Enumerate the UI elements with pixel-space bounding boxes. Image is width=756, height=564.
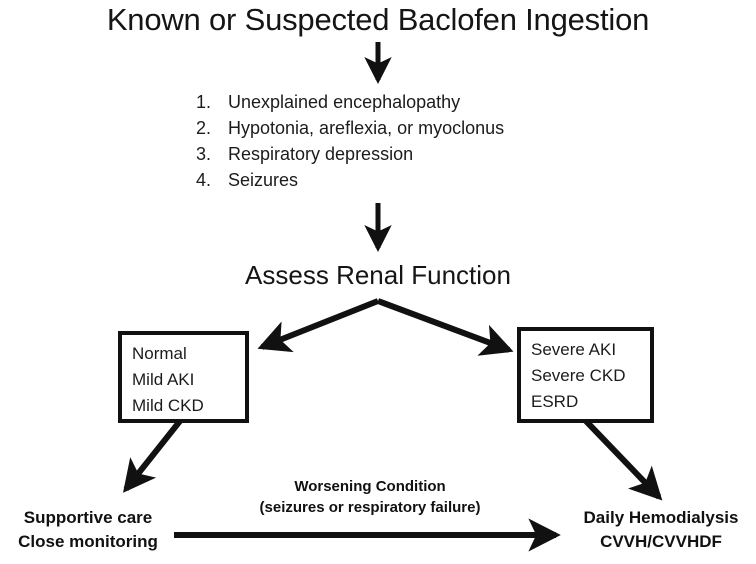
list-item: 1. Unexplained encephalopathy: [196, 92, 596, 118]
worsening-condition-caption: Worsening Condition (seizures or respira…: [196, 476, 544, 518]
worsening-condition-title: Worsening Condition: [294, 478, 446, 495]
box-line: ESRD: [531, 392, 579, 411]
list-item: 2. Hypotonia, areflexia, or myoclonus: [196, 118, 596, 144]
outcome-right-line1: Daily Hemodialysis: [583, 508, 739, 527]
list-item-number: 4.: [196, 170, 212, 190]
worsening-condition-detail: (seizures or respiratory failure): [259, 499, 481, 516]
list-item: 3. Respiratory depression: [196, 144, 596, 170]
outcome-daily-hemodialysis: Daily Hemodialysis CVVH/CVVHDF: [566, 506, 756, 554]
outcome-left-line2: Close monitoring: [18, 532, 158, 551]
list-item-label: Seizures: [228, 170, 299, 190]
list-item-number: 3.: [196, 144, 212, 164]
criteria-list: 1. Unexplained encephalopathy 2. Hypoton…: [196, 92, 596, 196]
box-line: Mild CKD: [132, 396, 204, 415]
box-line: Severe AKI: [531, 340, 617, 359]
diagram-title: Known or Suspected Baclofen Ingestion: [106, 2, 650, 37]
assess-to-left-box-arrow: [257, 298, 380, 353]
decision-box-normal-renal-function: Normal Mild AKI Mild CKD: [118, 331, 249, 423]
left-box-to-supportive-arrow: [123, 419, 183, 493]
outcome-left-line1: Supportive care: [23, 508, 153, 527]
decision-box-severe-renal-impairment: Severe AKI Severe CKD ESRD: [517, 327, 654, 423]
assess-renal-function-heading: Assess Renal Function: [245, 260, 511, 290]
box-line: Severe CKD: [531, 366, 626, 385]
list-item-number: 2.: [196, 118, 212, 138]
outcome-right-line2: CVVH/CVVHDF: [600, 532, 722, 551]
assess-to-right-box-arrow: [376, 298, 514, 356]
list-item-label: Hypotonia, areflexia, or myoclonus: [228, 118, 505, 138]
box-line: Normal: [132, 344, 187, 363]
right-box-to-hemodialysis-arrow: [581, 416, 663, 501]
list-item: 4. Seizures: [196, 170, 596, 196]
list-item-label: Unexplained encephalopathy: [228, 92, 461, 112]
outcome-supportive-care: Supportive care Close monitoring: [0, 506, 176, 554]
list-item-number: 1.: [196, 92, 212, 112]
box-line: Mild AKI: [132, 370, 195, 389]
list-item-label: Respiratory depression: [228, 144, 414, 164]
